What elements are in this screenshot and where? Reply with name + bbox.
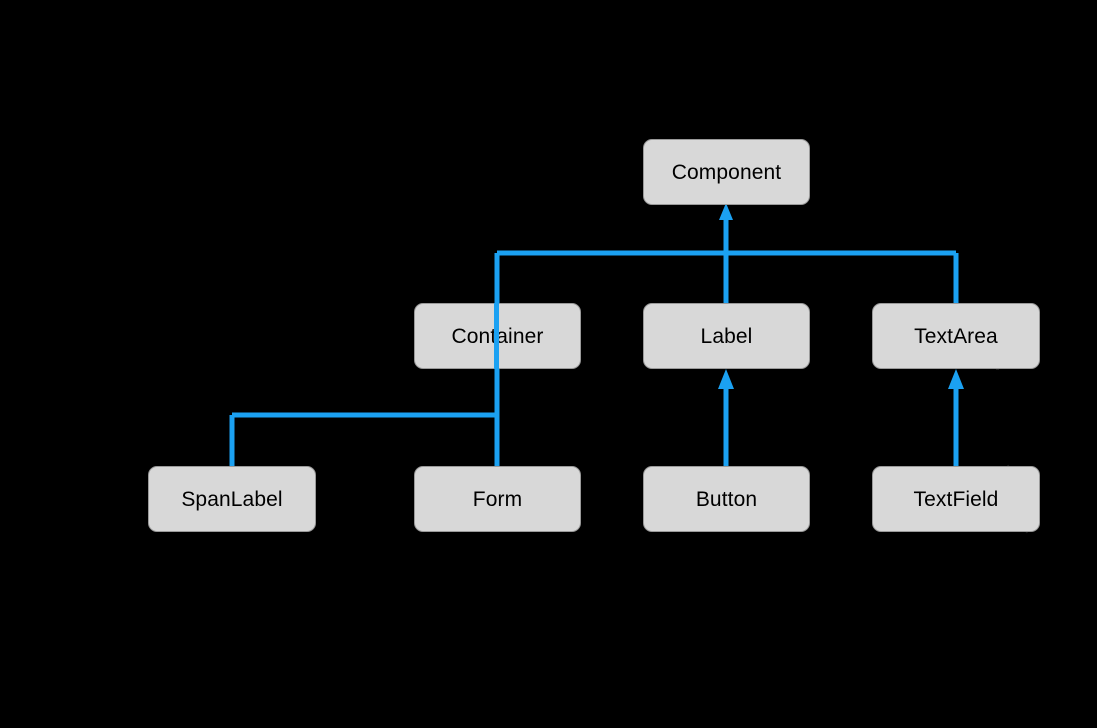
node-textfield[interactable]: TextField [872, 466, 1040, 532]
edge-container-to-component [719, 203, 733, 253]
node-label[interactable]: Label [643, 303, 810, 369]
node-textarea-label: TextArea [914, 324, 998, 348]
node-button[interactable]: Button [643, 466, 810, 532]
node-container-label: Container [451, 324, 544, 348]
node-component[interactable]: Component [643, 139, 810, 205]
node-spanlabel[interactable]: SpanLabel [148, 466, 316, 532]
node-form[interactable]: Form [414, 466, 581, 532]
node-label-label: Label [700, 324, 753, 348]
node-spanlabel-label: SpanLabel [181, 487, 283, 511]
node-textarea[interactable]: TextArea [872, 303, 1040, 369]
node-form-label: Form [472, 487, 523, 511]
node-button-label: Button [695, 487, 758, 511]
node-textfield-label: TextField [913, 487, 999, 511]
node-container[interactable]: Container [414, 303, 581, 369]
node-component-label: Component [671, 160, 782, 184]
edge-textfield-to-textarea [948, 369, 964, 466]
edge-button-to-label [718, 369, 734, 466]
